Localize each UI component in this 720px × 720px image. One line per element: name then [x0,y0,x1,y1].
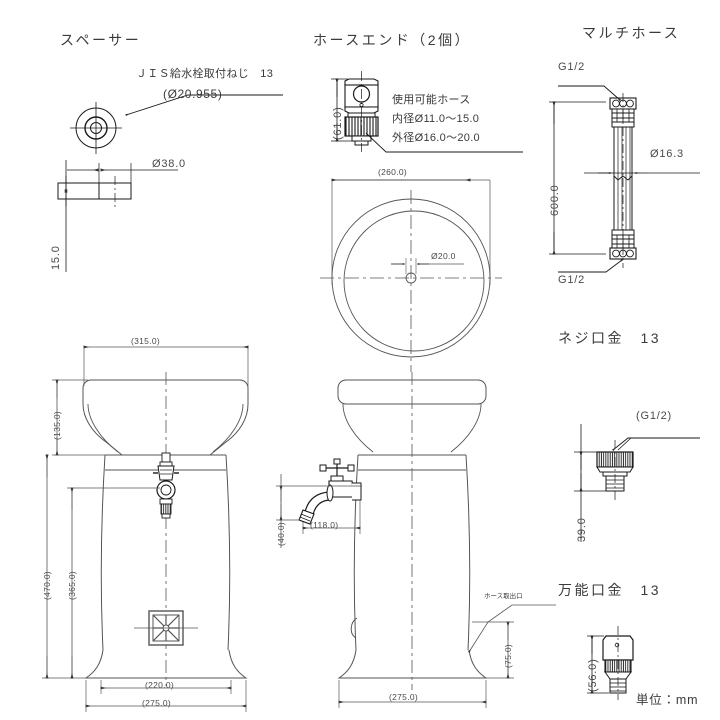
hose-end-note-line1: 使用可能ホース [392,94,471,106]
spacer-callout-leader [125,94,283,117]
hose-end-note-leader [365,132,523,153]
screw-fitting-height-label: 39.0 [576,517,588,542]
front-overall-height-label: (470.0) [42,570,52,600]
front-base-inner-dimension [100,680,232,694]
side-spout-height-dimension [276,474,362,548]
front-drain-grate [134,610,198,646]
screw-fitting-callout: (G1/2) [636,410,672,422]
spacer-diameter-label: Ø38.0 [152,158,186,170]
screw-fitting-detail [596,440,634,500]
universal-fitting-title: 万能口金 13 [558,582,662,598]
multi-hose-length-label: 600.0 [549,184,561,216]
multi-hose-length-dimension [549,101,606,255]
side-outlet-label: ホース取出口 [484,593,523,600]
hose-end-note-line3: 外径Ø16.0〜20.0 [392,132,480,144]
plan-width-dimension [331,178,491,285]
front-body-height-dimension [67,487,160,679]
front-base-outer-label: (275.0) [142,698,172,708]
spacer-side-view [57,176,132,207]
universal-fitting-height-dimension [587,635,609,694]
front-elevation-body [82,372,249,686]
side-base-width-dimension [338,680,487,708]
hose-end-detail [344,71,379,152]
multi-hose-title: マルチホース [582,25,681,41]
plan-hole-label: Ø20.0 [431,251,456,261]
spacer-plan-view [70,102,122,154]
front-base-outer-dimension [85,680,247,712]
side-spout-reach-label: (118.0) [310,520,339,530]
front-top-height-label: (135.0) [52,410,62,440]
side-spout-reach-dimension [302,500,361,534]
spacer-callout-line2: (Ø20.955) [163,87,223,101]
front-top-width-dimension [83,345,249,386]
multi-hose-thread-leaders [558,85,624,273]
plan-hole-dimension [391,258,464,274]
side-outlet-height-label: (75.0) [503,643,513,668]
side-base-width-label: (275.0) [389,692,419,702]
side-spout-height-label: (40.0) [276,521,286,546]
screw-fitting-callout-leader [611,437,700,452]
plan-view-circles [320,190,502,372]
multi-hose-detail [609,93,637,268]
screw-fitting-height-dimension [574,424,608,542]
front-top-width-label: (315.0) [131,336,161,346]
side-outlet-height-dimension [472,621,514,679]
front-body-height-label: (365.0) [67,570,77,600]
side-outlet-leader [467,604,556,653]
multi-hose-diameter-label: Ø16.3 [650,148,684,160]
hose-end-title: ホースエンド（2個） [313,32,472,48]
spacer-callout-line1: ＪＩＳ給水栓取付ねじ 13 [136,68,274,80]
universal-fitting-height-label: (56.0) [587,658,599,692]
plan-width-label: (260.0) [378,167,408,177]
side-elevation-body [337,372,488,690]
spacer-title: スペーサー [60,32,142,48]
hose-end-height-dimension [331,78,352,142]
side-faucet [298,458,362,525]
multi-hose-thread-bottom-label: G1/2 [558,274,586,286]
front-base-inner-label: (220.0) [145,680,175,690]
front-faucet [153,452,179,519]
spacer-diameter-dimension [67,163,178,186]
screw-fitting-title: ネジ口金 13 [558,330,662,346]
unit-note: 単位：mm [636,693,699,707]
front-top-height-dimension [52,379,110,456]
hose-end-note-line2: 内径Ø11.0〜15.0 [392,113,480,125]
universal-fitting-detail [602,626,634,700]
front-overall-height-dimension [42,454,88,679]
hose-end-height-label: (61.0) [332,106,344,140]
multi-hose-thread-top-label: G1/2 [558,61,586,73]
spacer-thickness-dimension [58,160,75,272]
spacer-thickness-label: 15.0 [50,245,62,270]
